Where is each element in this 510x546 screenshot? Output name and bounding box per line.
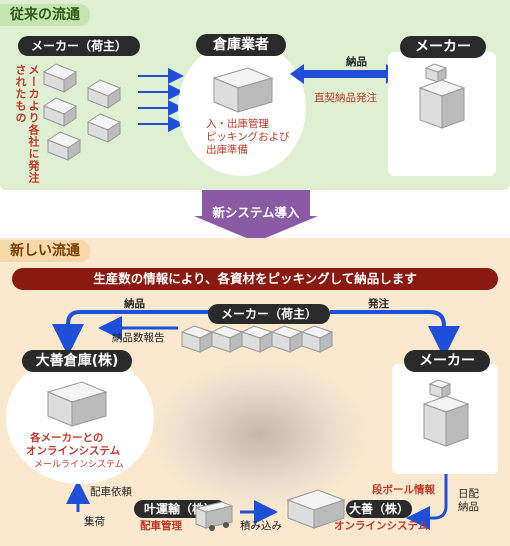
new-flow-arrows [52,310,460,530]
old-maker-product-icon [418,63,466,129]
new-maker-label: メーカー [404,350,490,372]
loading-label: 積み込み [240,520,282,532]
daizen-system-3: メールラインシステム [34,460,124,470]
box-icon [46,131,82,161]
old-arrows-to-warehouse [138,68,184,132]
box-icon [270,325,304,353]
box-icon [240,325,274,353]
old-manufacturer-owner-label: メーカー（荷主） [18,36,140,56]
new-boxes-row [180,325,334,353]
box-icon [180,325,214,353]
online-system-label: オンラインシステム [334,520,429,532]
new-order-label: 発注 [368,298,389,310]
new-flow-tab: 新しい流通 [0,240,90,262]
old-vertical-note: メーカより各社に発注されたもの [14,64,40,184]
box-icon [300,325,334,353]
pickup-label: 集荷 [84,516,105,528]
daizen-system-1: 各メーカーとの [30,432,104,444]
daizen-system-2: オンラインシステム [26,445,121,457]
new-maker-product-icon [422,379,470,447]
new-delivery-label: 納品 [124,298,145,310]
daizen-label: 大善（株） [346,500,412,518]
box-icon [210,325,244,353]
new-flow-banner: 生産数の情報により、各資材をピッキングして納品します [12,268,498,290]
truck-icon [194,501,234,531]
old-two-way-arrow [290,64,400,84]
transition-label: 新システム導入 [212,205,300,220]
warehouse-label: 倉庫業者 [196,34,286,56]
warehouse-task-3: 出庫準備 [206,144,248,156]
dispatch-management-label: 配車管理 [140,520,182,532]
new-manufacturer-owner-label: メーカー（荷主） [208,304,330,324]
daizen-warehouse-building-icon [46,381,108,427]
old-flow-tab: 従来の流通 [0,4,90,26]
handshake-image [150,360,370,510]
old-direct-order-label: 直契納品発注 [314,92,377,104]
daizen-warehouse-label: 大善倉庫(株) [22,350,132,372]
warehouse-task-2: ピッキングおよび [206,131,290,143]
box-icon [42,97,78,127]
old-maker-label: メーカー [400,36,486,58]
transition-arrow [194,190,318,242]
daizen-factory-icon [286,489,346,529]
daily-delivery-1: 日配 [458,488,479,500]
delivery-count-report-label: 納品数報告 [112,332,165,344]
dispatch-request-label: 配車依頼 [90,486,132,498]
warehouse-task-1: 入・出庫管理 [206,118,269,130]
daily-delivery-2: 納品 [458,501,479,513]
box-icon [86,113,122,143]
old-boxes-group [42,63,122,161]
box-icon [86,79,122,109]
warehouse-building-icon [212,67,274,113]
box-icon [42,63,78,93]
old-delivery-label: 納品 [346,56,367,68]
cardboard-info-label: 段ボール情報 [372,484,435,496]
